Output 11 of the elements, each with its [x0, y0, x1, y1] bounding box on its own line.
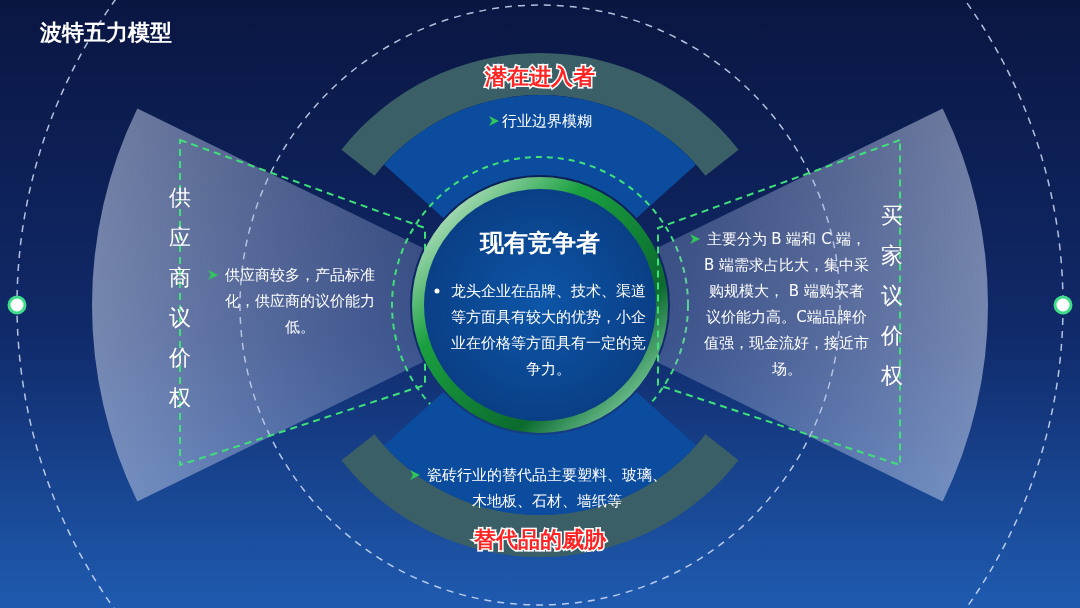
diagram-title: 波特五力模型 — [40, 19, 172, 47]
sector-text: 瓷砖行业的替代品主要塑料、玻璃、木地板、石材、墙纸等 — [425, 465, 668, 512]
sector-heading: 替代品的威胁 — [474, 527, 606, 553]
sector-text: 主要分为 B 端和 C 端，B 端需求占比大，集中采购规模大， B 端购买者议价能力高。C端品牌价值强，现金流好，接近市场。 — [703, 229, 870, 380]
vertical-heading: 供应商议价权 — [169, 184, 191, 412]
center-heading: 现有竞争者 — [480, 228, 600, 258]
vertical-heading: 买家议价权 — [881, 202, 903, 390]
center-text: 龙头企业在品牌、技术、渠道等方面具有较大的优势，小企业在价格等方面具有一定的竞争力。 — [450, 281, 647, 380]
sector-heading: 潜在进入者 — [485, 64, 595, 90]
sector-text: 供应商较多，产品标准化，供应商的议价能力低。 — [223, 265, 376, 338]
sector-text: 行业边界模糊 — [501, 111, 592, 132]
